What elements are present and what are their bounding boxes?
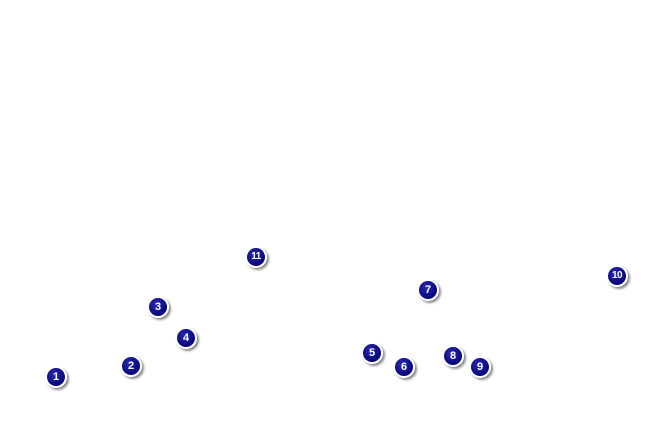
map-marker-7[interactable]: 7: [417, 279, 439, 301]
map-marker-8[interactable]: 8: [442, 345, 464, 367]
map-marker-11[interactable]: 11: [245, 246, 267, 268]
map-marker-6[interactable]: 6: [393, 356, 415, 378]
map-marker-4[interactable]: 4: [175, 327, 197, 349]
map-marker-5[interactable]: 5: [361, 342, 383, 364]
map-marker-9[interactable]: 9: [469, 356, 491, 378]
map-marker-2[interactable]: 2: [120, 355, 142, 377]
map-marker-10[interactable]: 10: [606, 265, 628, 287]
map-marker-1[interactable]: 1: [45, 366, 67, 388]
map-marker-3[interactable]: 3: [147, 296, 169, 318]
